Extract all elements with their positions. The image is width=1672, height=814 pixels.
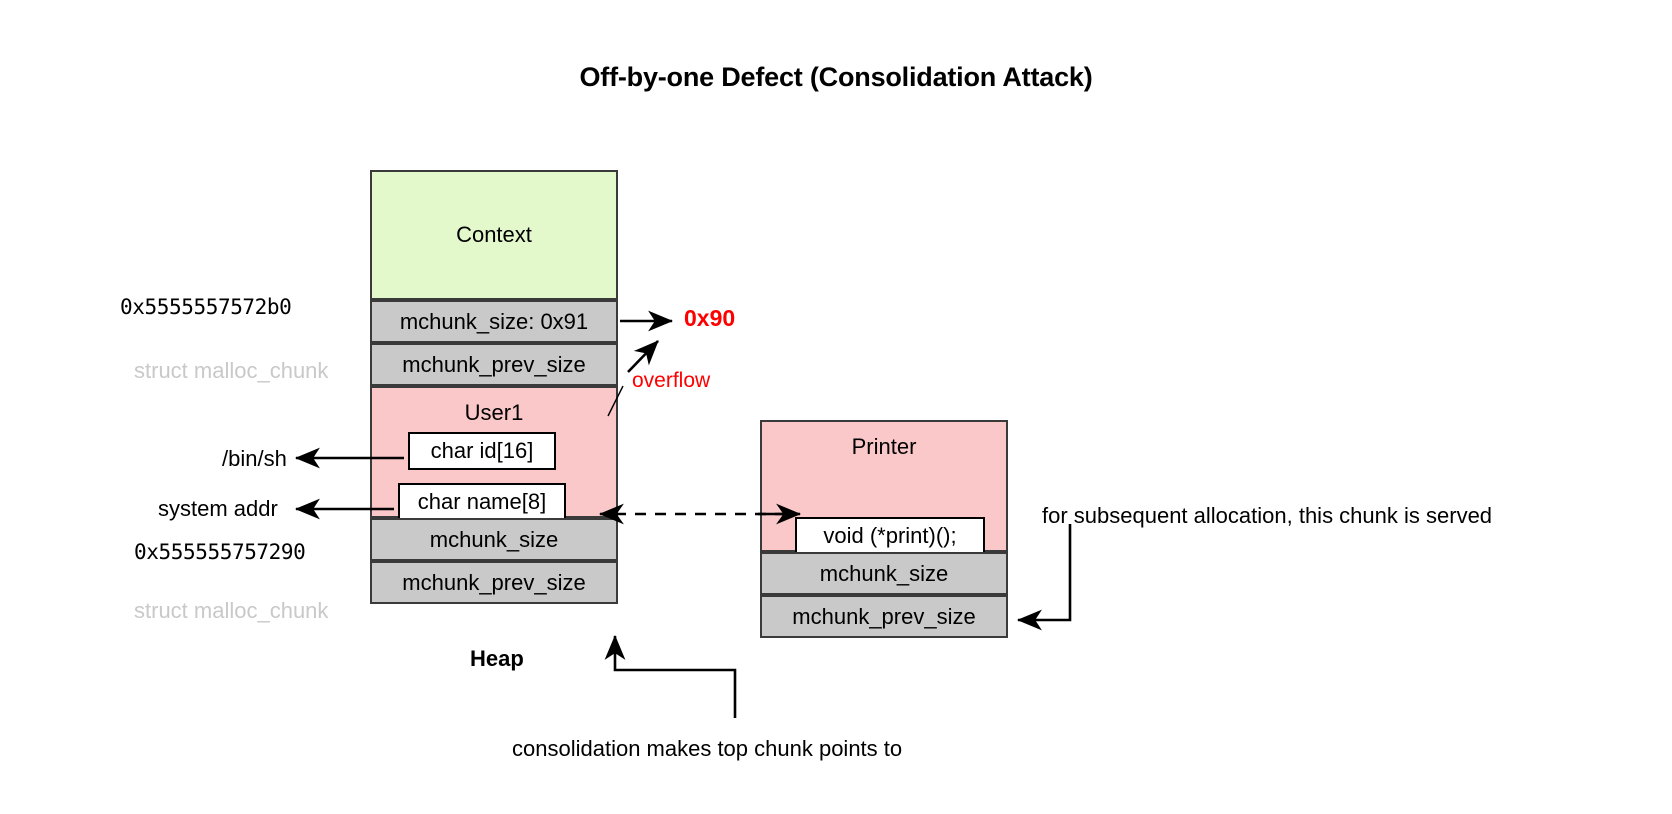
heap-caption: Heap [470, 646, 524, 671]
subsequent-allocation-note: for subsequent allocation, this chunk is… [1042, 503, 1493, 528]
printer-field-print-fn: void (*print)(); [795, 517, 985, 555]
consolidation-note: consolidation makes top chunk points to [512, 736, 903, 761]
heap-row-user1: User1 char id[16] char name[8] [370, 386, 618, 521]
printer-row-user-label: Printer [851, 434, 917, 459]
printer-chunk: Printer void (*print)(); mchunk_size mch… [760, 420, 1008, 642]
heap-field-char-name: char name[8] [398, 483, 566, 521]
heap-row-mchunk-prev-size-top: mchunk_prev_size [370, 343, 618, 386]
address-label-top: 0x5555557572b0 [120, 295, 292, 319]
overflow-pointer-arrow [627, 340, 659, 373]
overflow-label: overflow [632, 369, 711, 392]
heap-row-mchunk-prev-size-top-label: mchunk_prev_size [402, 351, 586, 377]
address-label-bottom: 0x555555757290 [134, 540, 306, 564]
subsequent-allocation-elbow-arrow [1016, 524, 1072, 631]
binsh-label: /bin/sh [222, 446, 287, 471]
printer-row-user: Printer void (*print)(); [760, 420, 1008, 555]
struct-label-top: struct malloc_chunk [134, 358, 329, 383]
heap-chunk: Context mchunk_size: 0x91 mchunk_prev_si… [370, 170, 618, 642]
consolidation-elbow-arrow [604, 634, 737, 718]
heap-field-char-id-label: char id[16] [430, 438, 534, 463]
heap-row-context-label: Context [456, 222, 532, 247]
printer-row-mchunk-prev-size-label: mchunk_prev_size [792, 603, 976, 629]
heap-row-context: Context [370, 170, 618, 300]
heap-row-mchunk-prev-size-bottom-label: mchunk_prev_size [402, 569, 586, 595]
printer-row-mchunk-prev-size: mchunk_prev_size [760, 595, 1008, 638]
heap-field-char-id: char id[16] [408, 432, 556, 470]
heap-row-mchunk-prev-size-bottom: mchunk_prev_size [370, 561, 618, 604]
heap-row-mchunk-size-top: mchunk_size: 0x91 [370, 300, 618, 343]
printer-field-print-fn-label: void (*print)(); [823, 523, 957, 548]
page-title: Off-by-one Defect (Consolidation Attack) [579, 62, 1093, 92]
heap-row-mchunk-size-bottom-label: mchunk_size [429, 526, 559, 552]
heap-row-user1-label: User1 [464, 400, 524, 425]
system-addr-label: system addr [158, 496, 278, 521]
heap-field-char-name-label: char name[8] [417, 489, 547, 514]
printer-row-mchunk-size-label: mchunk_size [819, 560, 949, 586]
printer-row-mchunk-size: mchunk_size [760, 552, 1008, 595]
struct-label-bottom: struct malloc_chunk [134, 598, 329, 623]
heap-row-mchunk-size-bottom: mchunk_size [370, 518, 618, 561]
heap-row-mchunk-size-top-label: mchunk_size: 0x91 [399, 308, 589, 334]
overflow-value-label: 0x90 [684, 305, 736, 331]
